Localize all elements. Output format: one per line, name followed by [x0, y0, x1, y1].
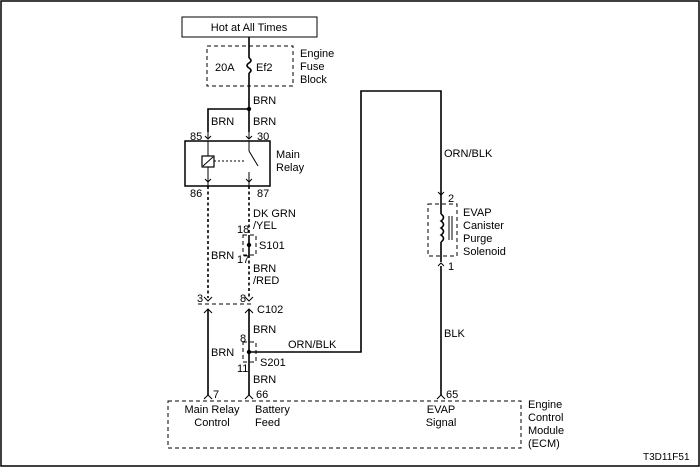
fuse-symbol — [246, 57, 252, 74]
ecm-terminal-65-line2: Signal — [426, 417, 457, 429]
c102-label: C102 — [257, 304, 283, 316]
fuse-block-name-1: Engine — [300, 48, 334, 60]
c102-pin-right: 8 — [240, 293, 246, 305]
branch-dot — [246, 106, 252, 112]
fuse-block-name-3: Block — [300, 74, 327, 86]
ecm-pin-65: 65 — [446, 389, 458, 401]
solenoid-name-1: EVAP — [463, 207, 492, 219]
s101-label: S101 — [259, 240, 285, 252]
fuse-block-name-2: Fuse — [300, 61, 324, 73]
ecm-pin-66: 66 — [256, 389, 268, 401]
solenoid-name-2: Canister — [463, 220, 504, 232]
relay-name-2: Relay — [276, 162, 305, 174]
solenoid-pin-bottom: 1 — [448, 261, 454, 273]
power-source-label: Hot at All Times — [211, 22, 288, 34]
wire-label-brn-lower-left: BRN — [211, 347, 234, 359]
wire-label-relay-85: BRN — [211, 116, 234, 128]
ecm-name-2: Control — [528, 412, 563, 424]
splice-s101: 18 17 S101 — [237, 224, 285, 266]
main-relay: Main Relay — [184, 132, 305, 187]
wire-label-fuse-out: BRN — [253, 95, 276, 107]
wire-label-brn-lower-bottom: BRN — [253, 374, 276, 386]
wire-label-brnred-1: BRN — [253, 263, 276, 275]
fuse-rating: 20A — [215, 62, 235, 74]
wire-label-orn-blk-splice: ORN/BLK — [288, 339, 337, 351]
c102-pin-left: 3 — [197, 293, 203, 305]
relay-pin-30: 30 — [257, 131, 269, 143]
ecm-terminal-66-line1: Battery — [255, 404, 290, 416]
ecm-name-3: Module — [528, 425, 564, 437]
engine-fuse-block: 20A Ef2 Engine Fuse Block — [206, 45, 334, 87]
solenoid-pin-top: 2 — [448, 193, 454, 205]
ecm-terminal-7-line2: Control — [194, 417, 229, 429]
relay-pin-85: 85 — [190, 131, 202, 143]
wire-label-brn-lower-top: BRN — [253, 324, 276, 336]
s201-pin-top: 8 — [240, 333, 246, 345]
wire-label-brnred-2: /RED — [253, 275, 279, 287]
ecm-pin-7: 7 — [213, 389, 219, 401]
solenoid-coil — [439, 213, 445, 243]
ecm-terminal-65-line1: EVAP — [427, 404, 456, 416]
ecm-name-4: (ECM) — [528, 438, 560, 450]
connector-c102: 3 8 C102 — [197, 293, 283, 316]
solenoid-name-3: Purge — [463, 233, 492, 245]
wire-label-dkgrn-1: DK GRN — [253, 208, 296, 220]
figure-id: T3D11F51 — [643, 452, 690, 463]
wire-label-dkgrn-2: /YEL — [253, 220, 277, 232]
s101-pin-top: 18 — [237, 224, 249, 236]
ecm-terminal-66-line2: Feed — [255, 417, 280, 429]
relay-name-1: Main — [276, 149, 300, 161]
ecm-terminal-7-line1: Main Relay — [184, 404, 240, 416]
ecm-name-1: Engine — [528, 399, 562, 411]
s101-pin-bottom: 17 — [237, 254, 249, 266]
engine-control-module: 7 66 65 Main Relay Control Battery Feed … — [167, 389, 564, 450]
s201-pin-bottom: 11 — [237, 363, 248, 375]
relay-pin-86: 86 — [190, 188, 202, 200]
solenoid-name-4: Solenoid — [463, 246, 506, 258]
wire-label-blk: BLK — [444, 328, 465, 340]
relay-pin-87: 87 — [257, 188, 269, 200]
s201-label: S201 — [260, 357, 286, 369]
wire-label-orn-blk-top: ORN/BLK — [444, 148, 493, 160]
wire-label-brn-left: BRN — [211, 250, 234, 262]
wire-label-relay-30: BRN — [253, 116, 276, 128]
power-source: Hot at All Times — [181, 16, 318, 38]
splice-s201: 8 11 S201 — [237, 333, 286, 375]
evap-purge-solenoid: 2 1 EVAP Canister Purge Solenoid — [427, 191, 506, 273]
fuse-id: Ef2 — [256, 62, 273, 74]
